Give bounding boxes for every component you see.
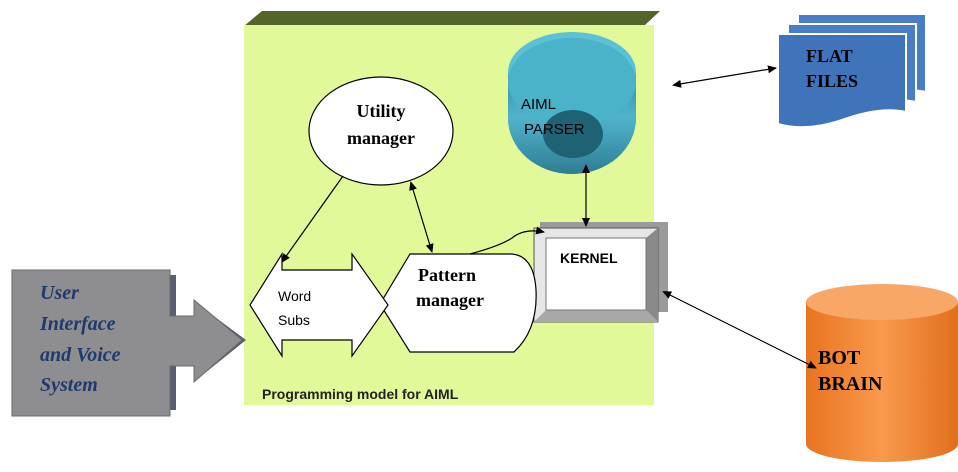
word-subs-node: Word Subs (249, 251, 389, 359)
bot-brain-node: BOT BRAIN (806, 284, 958, 462)
connectors (281, 65, 817, 369)
utility-to-wordsubs-arrow (281, 175, 344, 263)
parser-flatfiles-arrow (672, 65, 777, 88)
kernel-bevel-bottom (534, 310, 658, 322)
bot-brain-line1: BOT (818, 347, 861, 369)
flat-file-front (777, 33, 907, 129)
aiml-parser-node: AIML PARSER (508, 32, 636, 174)
parser-line1: AIML (521, 96, 556, 113)
ui-label-line4: System (40, 374, 98, 396)
utility-manager-ellipse (308, 76, 454, 186)
bot-brain-top (806, 284, 958, 320)
pattern-manager-line2: manager (416, 290, 484, 310)
parser-line2: PARSER (524, 121, 585, 138)
utility-pattern-arrow (409, 181, 434, 253)
word-subs-arrow (249, 251, 389, 359)
word-subs-line1: Word (278, 288, 311, 304)
flat-files-node: FLAT FILES (777, 13, 927, 129)
model-box-top-edge (244, 11, 660, 26)
flat-files-line2: FILES (806, 71, 858, 91)
pattern-manager-shape (379, 253, 537, 353)
kernel-node: KERNEL (533, 222, 668, 323)
pattern-manager-line1: Pattern (418, 265, 476, 285)
word-subs-line2: Subs (278, 312, 310, 328)
pattern-kernel-curve (469, 226, 545, 255)
flat-files-line1: FLAT (806, 46, 853, 66)
bot-brain-line2: BRAIN (818, 373, 883, 395)
utility-manager-line2: manager (347, 128, 415, 148)
kernel-face (545, 237, 647, 311)
kernel-botbrain-arrow (662, 291, 817, 369)
kernel-bevel-right (646, 228, 658, 322)
ui-label-line1: User (40, 282, 79, 304)
ui-arrow (11, 269, 243, 417)
utility-manager-node: Utility manager (308, 76, 454, 186)
parser-ring-top (508, 38, 636, 126)
ui-label-line2: Interface (39, 313, 116, 335)
utility-manager-line1: Utility (357, 101, 406, 121)
user-interface-block: User Interface and Voice System (11, 269, 246, 417)
parser-hole (543, 110, 603, 158)
pattern-manager-node: Pattern manager (379, 253, 537, 353)
kernel-label: KERNEL (560, 250, 618, 266)
bot-brain-body (806, 302, 958, 462)
ui-label-line3: and Voice (40, 344, 121, 366)
model-box-label: Programming model for AIML (262, 386, 459, 402)
